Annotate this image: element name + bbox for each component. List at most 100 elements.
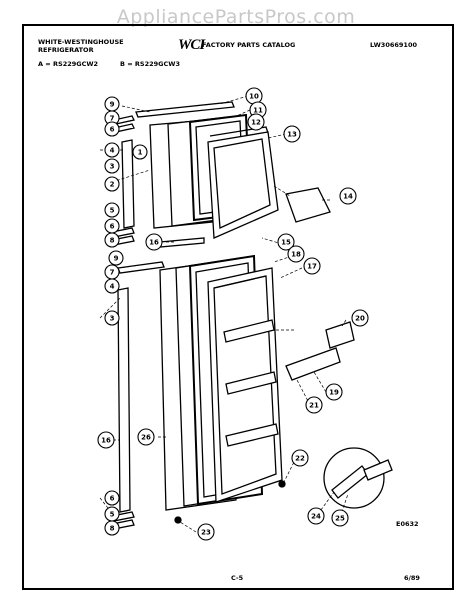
callout-circle (339, 187, 357, 205)
callout-number: 21 (309, 402, 319, 410)
callout-number: 7 (110, 115, 115, 123)
callout-circle (104, 490, 120, 506)
callout-number: 1 (138, 149, 143, 157)
callout-7: 7 (104, 264, 120, 280)
callout-number: 17 (307, 263, 317, 271)
callout-circle (325, 383, 343, 401)
page-number: C-5 (231, 574, 244, 582)
callout-circle (104, 278, 120, 294)
callout-number: 12 (251, 119, 261, 127)
callout-circle (104, 176, 120, 192)
callout-8: 8 (104, 232, 120, 248)
callout-number: 26 (141, 434, 151, 442)
callout-2: 2 (104, 176, 120, 192)
freezer-liner (207, 131, 279, 239)
callout-number: 5 (110, 207, 115, 215)
callout-circle (104, 202, 120, 218)
callout-6: 6 (104, 121, 120, 137)
callout-circle (331, 509, 349, 527)
callout-4: 4 (104, 278, 120, 294)
callout-number: 15 (281, 239, 291, 247)
callout-number: 8 (110, 525, 115, 533)
callout-number: 10 (249, 93, 259, 101)
callout-6: 6 (104, 490, 120, 506)
model-a-label: A = RS229GCW2 (38, 60, 99, 68)
callout-22: 22 (291, 449, 309, 467)
callout-number: 24 (311, 513, 321, 521)
callout-circle (351, 309, 369, 327)
callout-number: 25 (335, 515, 345, 523)
callout-number: 16 (149, 239, 159, 247)
callout-24: 24 (307, 507, 325, 525)
brand-line-1: WHITE-WESTINGHOUSE (38, 38, 124, 46)
callout-number: 20 (355, 315, 365, 323)
callout-number: 18 (291, 251, 301, 259)
callout-number: 6 (110, 223, 115, 231)
callout-circle (104, 121, 120, 137)
callout-circle (145, 233, 163, 251)
callout-3: 3 (104, 158, 120, 174)
callout-20: 20 (351, 309, 369, 327)
callout-number: 9 (114, 255, 119, 263)
callout-23: 23 (197, 523, 215, 541)
callout-circle (108, 250, 124, 266)
door-bin-upper (325, 321, 355, 349)
wci-logo: WCI (178, 37, 205, 53)
callout-1: 1 (132, 144, 148, 160)
callout-circle (104, 232, 120, 248)
brand-line-2: REFRIGERATOR (38, 46, 94, 54)
callout-circle (137, 428, 155, 446)
watermark-text: AppliancePartsPros.com (116, 6, 356, 28)
catalog-title: FACTORY PARTS CATALOG (202, 41, 296, 49)
callout-circle (291, 449, 309, 467)
callout-circle (305, 396, 323, 414)
callout-number: 19 (329, 389, 339, 397)
freezer-side-trim (121, 139, 135, 229)
callout-3: 3 (104, 310, 120, 326)
freezer-liner-inner (213, 138, 271, 229)
callout-number: 8 (110, 237, 115, 245)
callout-circle (132, 144, 148, 160)
callout-circle (104, 310, 120, 326)
callout-13: 13 (283, 125, 301, 143)
diagram-drawing (111, 101, 393, 530)
model-b-label: B = RS229GCW3 (120, 60, 180, 68)
callout-number: 9 (110, 101, 115, 109)
freezer-liner-top (209, 126, 269, 137)
callout-6: 6 (104, 218, 120, 234)
callout-number: 6 (110, 126, 115, 134)
callout-number: 4 (110, 283, 115, 291)
callout-5: 5 (104, 202, 120, 218)
callout-circle (277, 233, 295, 251)
callout-16: 16 (145, 233, 163, 251)
callout-8: 8 (104, 520, 120, 536)
upper-top-trim (135, 101, 235, 118)
callout-14: 14 (339, 187, 357, 205)
callout-number: 3 (110, 315, 115, 323)
document-number: LW30669100 (370, 41, 417, 49)
callout-4: 4 (104, 142, 120, 158)
callout-number: 16 (101, 437, 111, 445)
catalog-date: 6/89 (404, 574, 420, 582)
freezer-shelf (285, 187, 331, 223)
figure-code: E0632 (396, 520, 419, 528)
callout-circle (197, 523, 215, 541)
callout-circle (104, 158, 120, 174)
callout-number: 14 (343, 193, 353, 201)
callout-circle (97, 431, 115, 449)
callout-number: 11 (253, 107, 263, 115)
callout-19: 19 (325, 383, 343, 401)
callout-15: 15 (277, 233, 295, 251)
callout-17: 17 (303, 257, 321, 275)
callout-12: 12 (247, 113, 265, 131)
callout-number: 7 (110, 269, 115, 277)
callout-number: 13 (287, 131, 297, 139)
callout-number: 6 (110, 495, 115, 503)
callout-number: 4 (110, 147, 115, 155)
callout-9: 9 (104, 96, 120, 112)
callout-circle (104, 520, 120, 536)
callout-18: 18 (287, 245, 305, 263)
callout-number: 3 (110, 163, 115, 171)
